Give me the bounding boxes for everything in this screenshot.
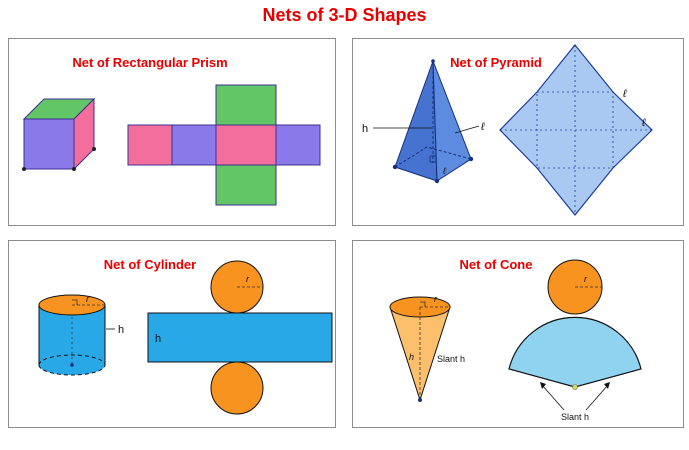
pyramid-right-face bbox=[432, 60, 472, 182]
prism-diagram bbox=[22, 84, 321, 206]
net-face-side-1 bbox=[127, 124, 173, 166]
pyramid-slant-label: ℓ bbox=[480, 121, 485, 133]
prism-net bbox=[127, 84, 321, 206]
net-sector bbox=[508, 316, 642, 388]
panel-pyramid: Net of Pyramid h ℓ ℓ bbox=[352, 38, 684, 226]
pyramid-title: Net of Pyramid bbox=[450, 55, 542, 70]
sector-apex-dot bbox=[572, 384, 578, 390]
net-rectangle bbox=[147, 312, 333, 363]
cylinder-height-label: h bbox=[118, 324, 124, 336]
net-face-front bbox=[171, 124, 217, 166]
cylinder-diagram: r h r h bbox=[38, 260, 333, 415]
net-radius-label: r bbox=[246, 274, 250, 284]
right-angle-marker bbox=[420, 301, 426, 307]
net-height-label: h bbox=[155, 333, 161, 345]
net-face-side-2 bbox=[215, 124, 277, 166]
pyramid-diagram: h ℓ ℓ ℓ ℓ bbox=[362, 44, 653, 216]
right-angle-marker bbox=[429, 155, 437, 163]
bottom-center-dot bbox=[70, 363, 74, 367]
base-vertex-dot bbox=[392, 164, 398, 170]
right-angle-marker bbox=[72, 299, 78, 305]
cone-diagram: r h Slant h r Slant h bbox=[389, 259, 642, 422]
slant-pointer-right bbox=[585, 384, 609, 411]
slant-pointer-line bbox=[454, 125, 480, 134]
net-face-top bbox=[215, 84, 277, 126]
base-vertex-dot bbox=[468, 156, 474, 162]
pyramid-slant-small-label: ℓ bbox=[442, 166, 446, 176]
cone-net: r Slant h bbox=[508, 259, 642, 422]
cylinder-radius-label: r bbox=[86, 294, 90, 304]
cylinder-title: Net of Cylinder bbox=[103, 257, 197, 272]
arrowhead-right bbox=[604, 382, 610, 389]
cone-radius-label: r bbox=[434, 294, 438, 304]
apex-dot bbox=[418, 398, 422, 402]
cylinder-net: r h bbox=[147, 260, 333, 415]
net-radius-label: r bbox=[584, 274, 588, 284]
pyramid-net: ℓ ℓ bbox=[499, 44, 653, 216]
cone-3d-figure: r h Slant h bbox=[389, 294, 465, 402]
apex-dot bbox=[431, 59, 435, 63]
pyramid-height-label: h bbox=[362, 123, 368, 135]
net-slant-label: Slant h bbox=[561, 412, 589, 422]
vertex-dot bbox=[72, 167, 76, 171]
slant-pointer-left bbox=[541, 384, 565, 411]
cylinder-bottom-back-arc bbox=[38, 354, 106, 366]
prism-3d-figure bbox=[22, 97, 96, 171]
vertex-dot bbox=[92, 147, 96, 151]
pyramid-3d-figure: h ℓ ℓ bbox=[362, 59, 485, 184]
panel-rectangular-prism: Net of Rectangular Prism bbox=[8, 38, 336, 226]
base-vertex-dot bbox=[434, 178, 440, 184]
cone-height-label: h bbox=[409, 352, 414, 362]
net-slant-label-top: ℓ bbox=[622, 88, 627, 100]
net-face-bottom bbox=[215, 164, 277, 206]
cone-title: Net of Cone bbox=[459, 257, 533, 272]
cylinder-3d-figure: r h bbox=[38, 294, 124, 376]
net-slant-label-right: ℓ bbox=[641, 117, 646, 129]
net-bottom-circle bbox=[210, 361, 264, 415]
page-title: Nets of 3-D Shapes bbox=[262, 5, 427, 25]
prism-title: Net of Rectangular Prism bbox=[72, 55, 228, 70]
cylinder-body bbox=[39, 305, 105, 375]
prism-front-face bbox=[23, 118, 75, 170]
vertex-dot bbox=[22, 167, 26, 171]
panel-cylinder: Net of Cylinder r h r bbox=[8, 240, 336, 428]
net-face-back bbox=[275, 124, 321, 166]
panel-cone: Net of Cone r h Slant h r bbox=[352, 240, 684, 428]
cone-slant-label: Slant h bbox=[437, 354, 465, 364]
arrowhead-left bbox=[540, 382, 546, 389]
pyramid-hidden-edges bbox=[394, 146, 472, 168]
cylinder-bottom-front-arc bbox=[38, 364, 106, 376]
